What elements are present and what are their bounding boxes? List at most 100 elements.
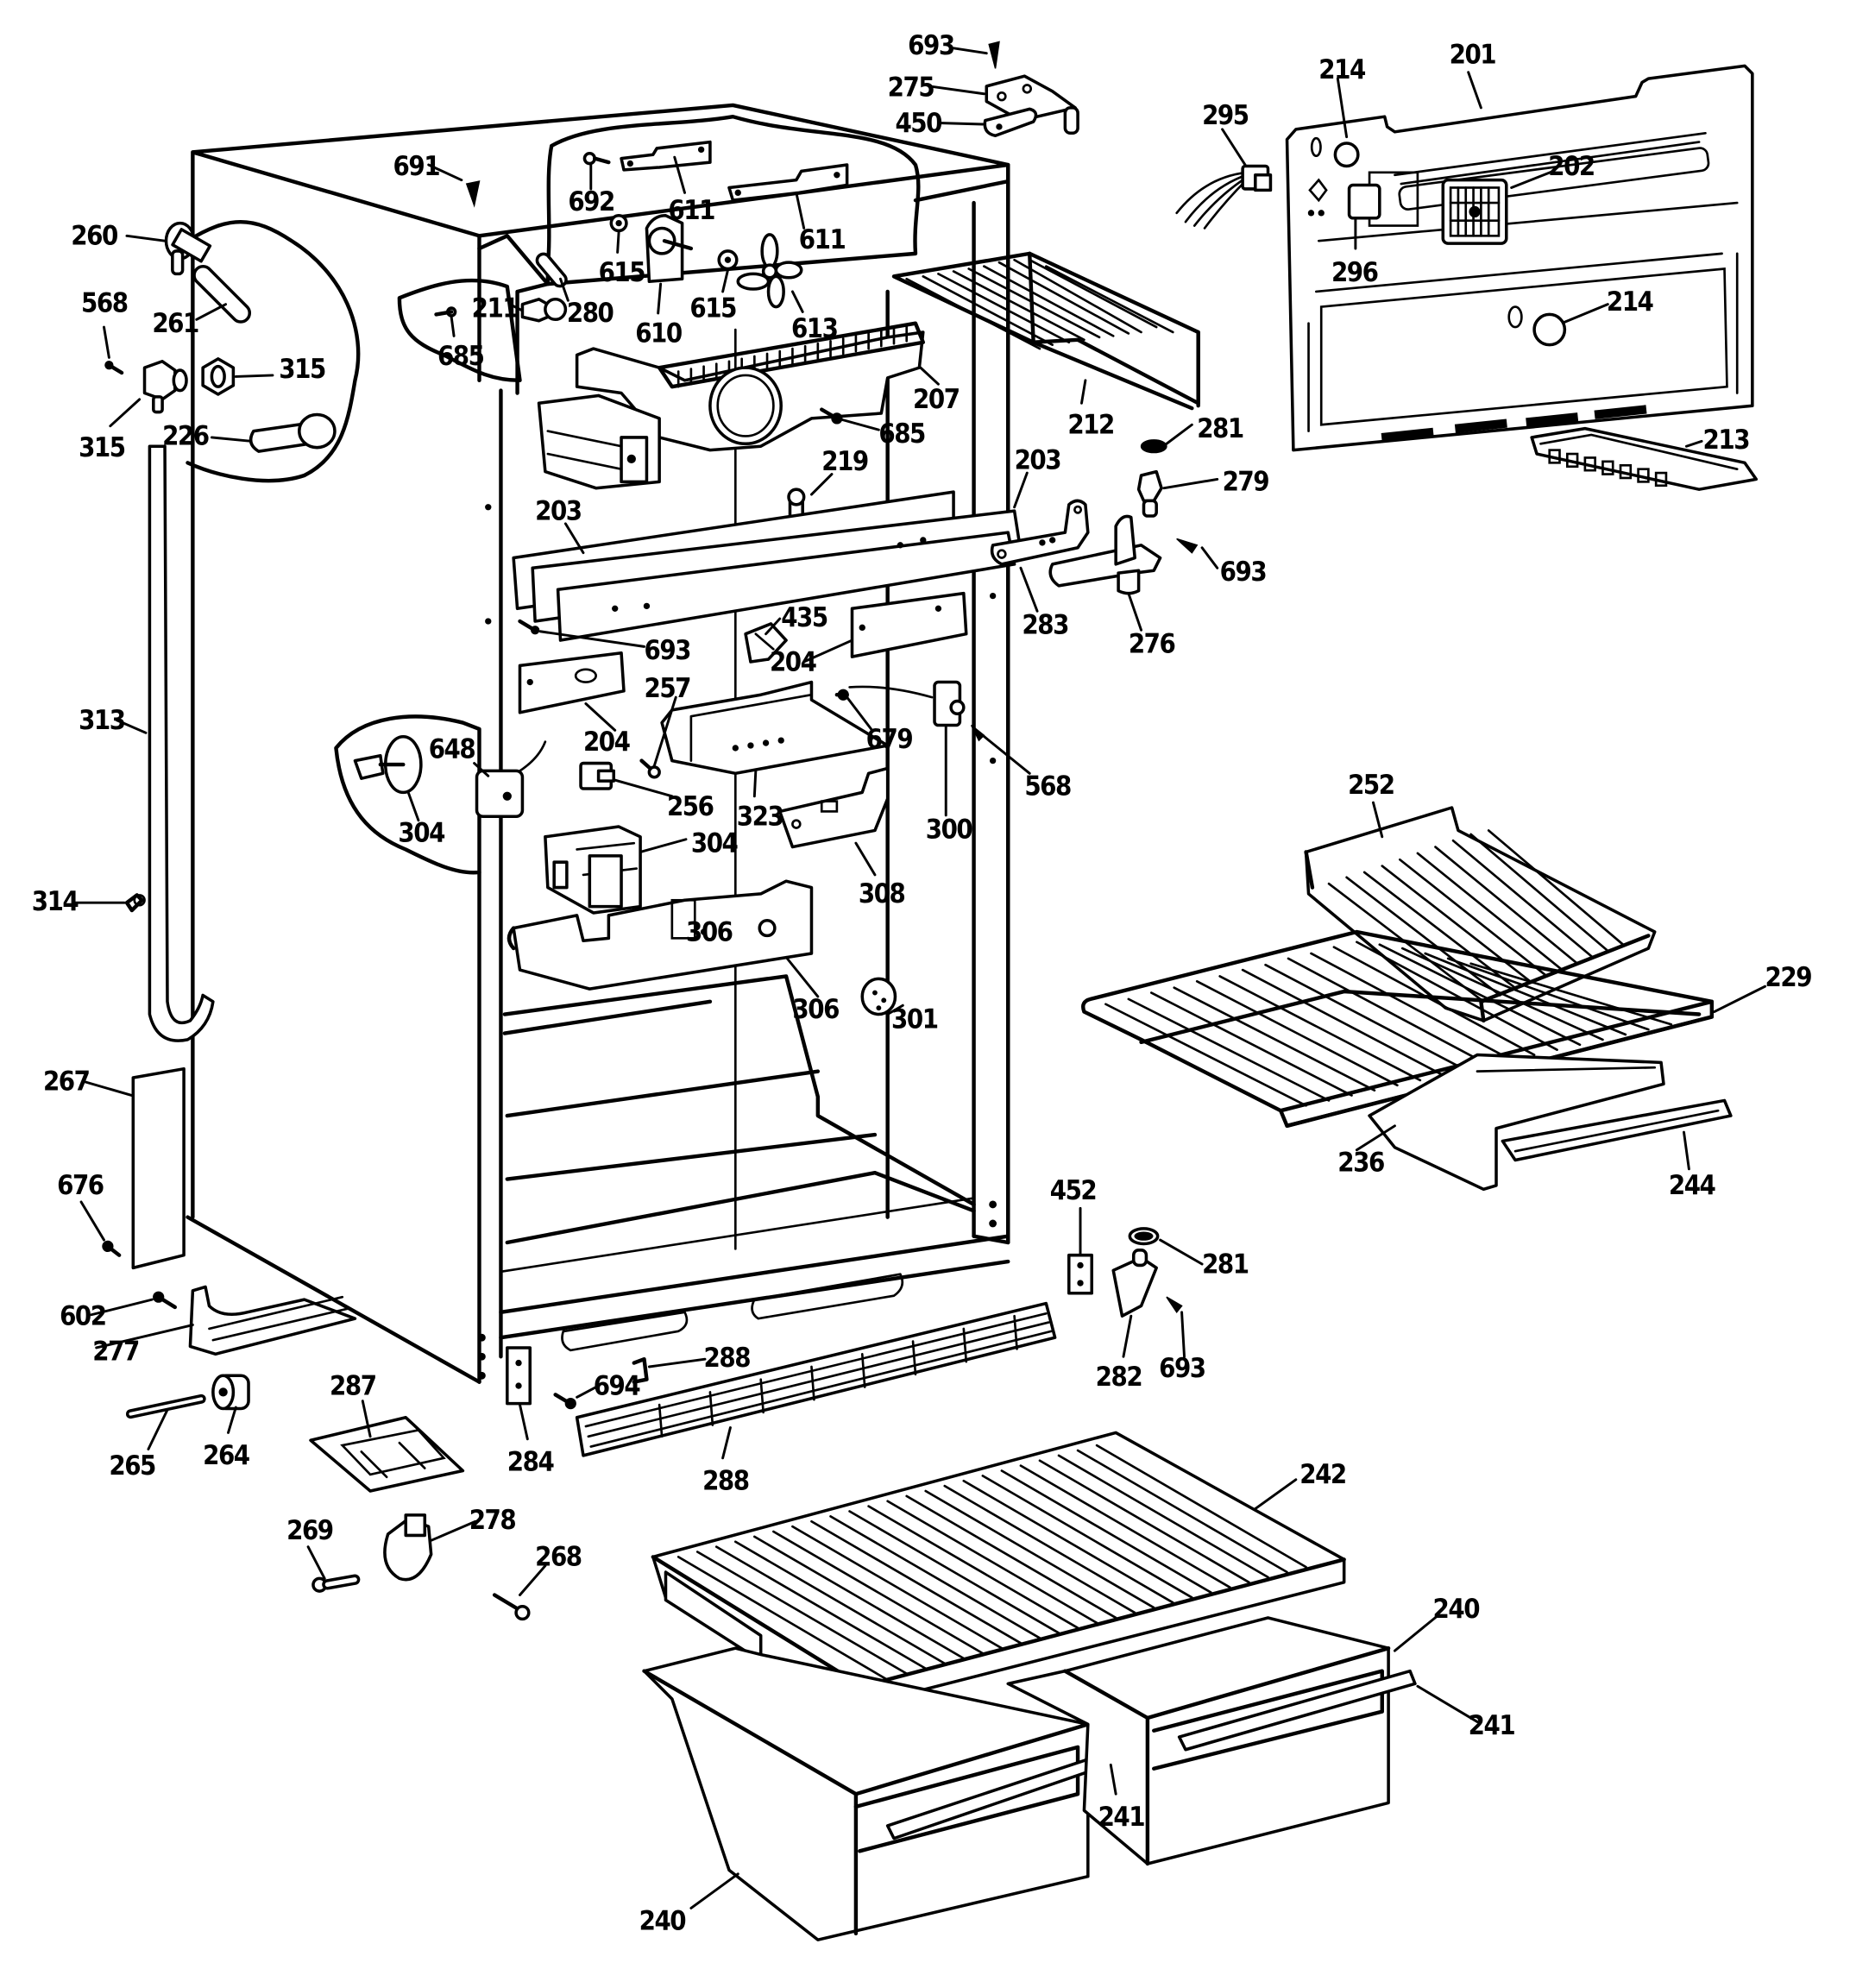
label-315: 315 <box>79 432 125 463</box>
part-282-hinge-bottom <box>1111 1249 1158 1318</box>
label-692: 692 <box>568 186 614 217</box>
part-269-pin <box>311 1574 361 1593</box>
part-611-bracket-b <box>727 163 849 202</box>
part-304-control-assembly <box>544 825 642 915</box>
part-613-fan-blade <box>736 233 803 309</box>
label-610: 610 <box>635 318 682 349</box>
label-280: 280 <box>567 298 614 329</box>
label-693: 693 <box>1220 557 1267 588</box>
label-244: 244 <box>1669 1170 1716 1201</box>
part-267-side-panel <box>131 1066 186 1270</box>
part-308-bracket <box>777 766 890 849</box>
label-265: 265 <box>109 1450 155 1482</box>
part-615-grommet-a <box>609 214 628 233</box>
label-276: 276 <box>1129 629 1175 660</box>
label-211: 211 <box>472 293 519 324</box>
part-288-clip <box>632 1356 649 1384</box>
part-301-knob <box>860 977 897 1016</box>
part-276-hinge-bracket <box>1048 514 1162 595</box>
part-287-bracket <box>309 1416 465 1493</box>
label-277: 277 <box>92 1337 139 1368</box>
label-269: 269 <box>286 1515 333 1546</box>
part-214-plug-b <box>1532 312 1567 347</box>
part-615-grommet-b <box>717 249 739 271</box>
label-323: 323 <box>737 802 783 833</box>
part-693-screw-hinge <box>1176 538 1199 554</box>
part-610-fan-motor <box>645 214 694 283</box>
part-213-ice-tray <box>1530 426 1759 491</box>
part-260-fitting <box>164 221 212 276</box>
label-296: 296 <box>1331 257 1378 288</box>
part-212-wire-shelf <box>891 251 1200 411</box>
leader-lines <box>72 47 1767 1909</box>
label-568: 568 <box>81 287 128 318</box>
label-300: 300 <box>926 814 972 845</box>
part-284-shim <box>506 1346 532 1406</box>
label-203: 203 <box>535 495 582 526</box>
label-282: 282 <box>1096 1362 1142 1393</box>
part-240-crisper-drawer-left <box>642 1646 1091 1941</box>
label-256: 256 <box>667 791 714 822</box>
label-304: 304 <box>691 827 739 859</box>
label-450: 450 <box>895 108 941 139</box>
label-281: 281 <box>1197 413 1243 444</box>
label-435: 435 <box>781 602 827 633</box>
part-693-screw-bottom <box>1166 1296 1183 1314</box>
label-219: 219 <box>821 446 868 477</box>
part-244-handle <box>1501 1098 1733 1162</box>
part-283-hinge-center <box>990 499 1090 566</box>
part-314-clip <box>124 893 146 913</box>
label-283: 283 <box>1022 610 1068 641</box>
part-315-valve <box>142 360 188 414</box>
part-323-control-box <box>660 680 890 776</box>
label-201: 201 <box>1450 39 1496 70</box>
part-692-screw <box>582 152 611 166</box>
label-685: 685 <box>437 341 484 372</box>
label-261: 261 <box>152 308 198 339</box>
label-308: 308 <box>859 878 905 909</box>
part-693-screw-mullion <box>518 619 540 635</box>
part-693-screw-top <box>988 41 1000 69</box>
part-226-drain-tube <box>249 412 337 453</box>
label-288: 288 <box>704 1343 751 1374</box>
part-214-plug-a <box>1333 142 1360 168</box>
label-679: 679 <box>866 724 913 755</box>
label-241: 241 <box>1098 1802 1145 1833</box>
label-452: 452 <box>1050 1175 1097 1206</box>
label-260: 260 <box>71 221 117 252</box>
part-275-hinge-top <box>985 74 1079 135</box>
label-676: 676 <box>57 1170 104 1201</box>
label-295: 295 <box>1202 100 1249 131</box>
part-313-drain-hose <box>148 444 215 1042</box>
label-257: 257 <box>645 673 691 704</box>
cutaway-outlines <box>186 114 921 875</box>
label-288: 288 <box>702 1466 749 1497</box>
label-568: 568 <box>1024 771 1071 802</box>
part-207-evaporator-cover <box>537 321 925 490</box>
part-300-thermostat <box>848 680 966 727</box>
label-264: 264 <box>203 1440 250 1471</box>
label-204: 204 <box>770 646 817 677</box>
part-296-light-socket <box>1347 171 1419 227</box>
label-214: 214 <box>1318 54 1366 85</box>
label-252: 252 <box>1348 770 1394 801</box>
label-213: 213 <box>1703 425 1750 456</box>
label-242: 242 <box>1299 1459 1346 1490</box>
part-257-screw <box>639 758 661 779</box>
part-204-rail-right <box>850 591 968 658</box>
label-694: 694 <box>594 1370 641 1401</box>
label-693: 693 <box>908 30 954 61</box>
part-685-screw-a <box>434 306 457 318</box>
part-611-bracket-a <box>620 140 712 172</box>
label-287: 287 <box>330 1370 376 1401</box>
part-676-screw <box>102 1240 122 1257</box>
label-229: 229 <box>1765 962 1812 993</box>
part-315-nut <box>201 357 236 396</box>
label-226: 226 <box>162 421 209 452</box>
part-202-grille <box>1441 178 1508 245</box>
part-211-bulb <box>520 298 568 323</box>
label-602: 602 <box>60 1301 106 1332</box>
part-281-washer-top <box>1140 439 1167 454</box>
label-241: 241 <box>1469 1710 1515 1741</box>
